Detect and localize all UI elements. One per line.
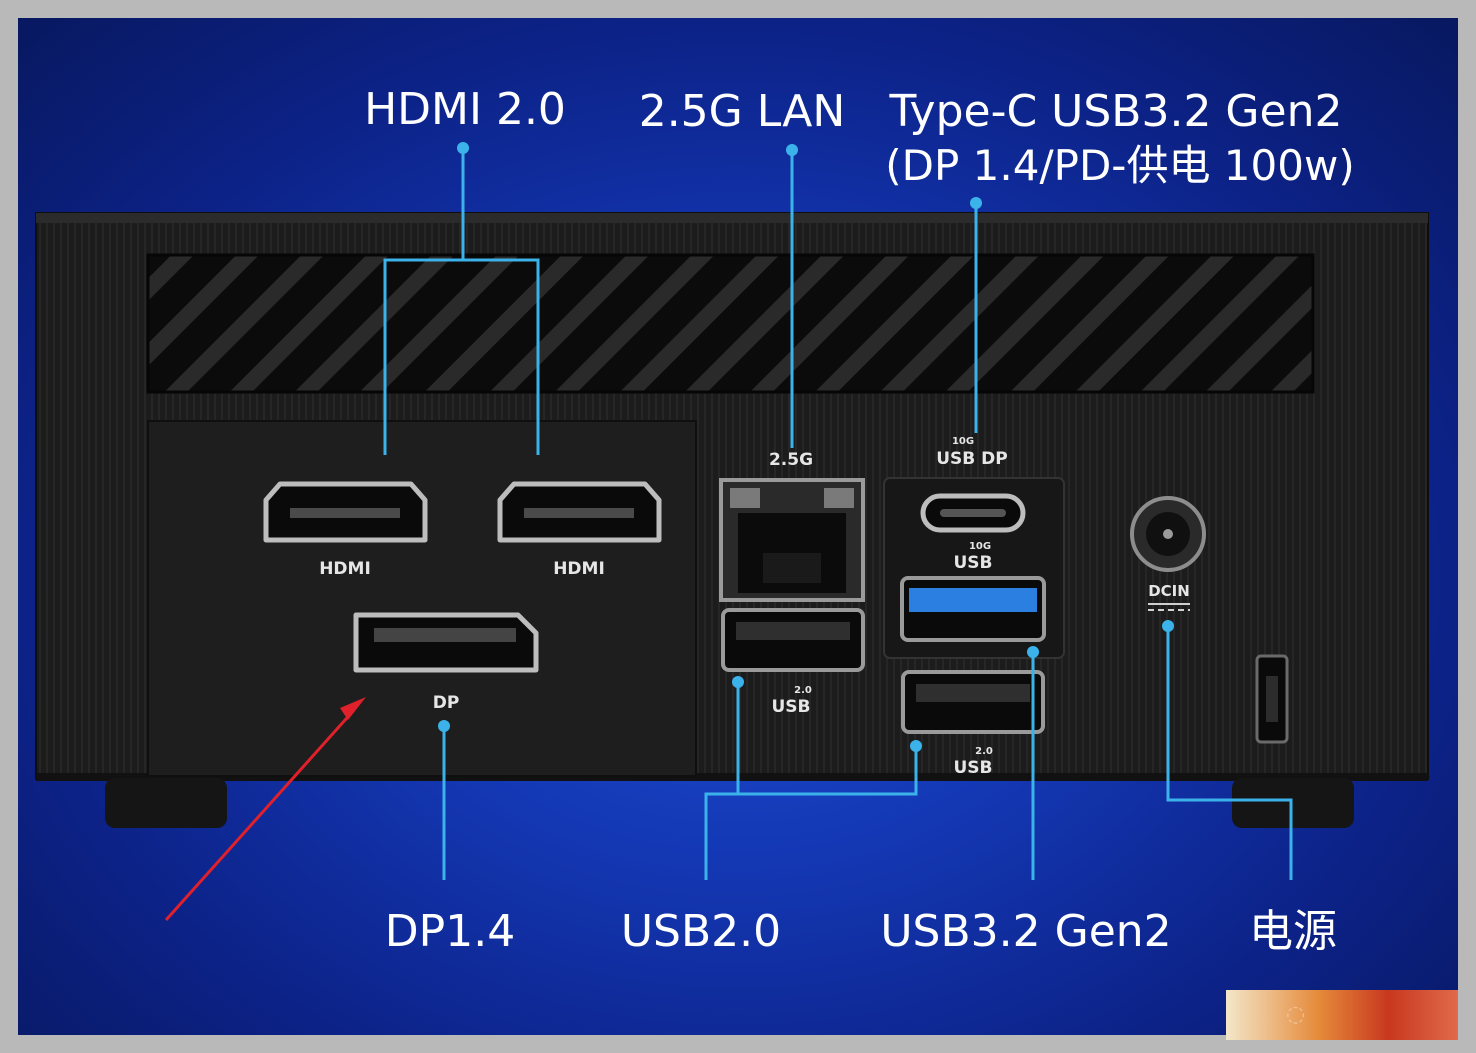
- security-lock-slot[interactable]: [1255, 654, 1289, 744]
- label-hdmi-right: HDMI: [553, 559, 605, 579]
- port-printed-labels: HDMI HDMI DP 2.5G 10G USB DP 10G USB 2.0…: [319, 436, 1190, 778]
- hdmi-port-left[interactable]: [263, 481, 428, 543]
- callout-usb20: USB2.0: [621, 906, 781, 957]
- foot-left: [105, 778, 227, 828]
- usb-c-port[interactable]: [920, 493, 1026, 533]
- label-usbc-speed: 10G: [952, 436, 974, 447]
- callout-lines: [383, 148, 1293, 880]
- usb2-port-b[interactable]: [901, 670, 1045, 734]
- callout-labels: HDMI 2.0 2.5G LAN Type-C USB3.2 Gen2 (DP…: [364, 84, 1355, 957]
- usb3-tongue: [909, 588, 1037, 612]
- hdmi-port-right[interactable]: [497, 481, 662, 543]
- callout-lan: 2.5G LAN: [639, 86, 846, 137]
- usb3-port[interactable]: [900, 576, 1046, 642]
- label-dp: DP: [433, 693, 460, 713]
- mini-pc-rear-io-diagram: HDMI HDMI DP 2.5G 10G USB DP 10G USB 2.0…: [35, 84, 1429, 957]
- label-lan-speed: 2.5G: [769, 450, 813, 470]
- watermark-logo: ◌: [1226, 990, 1458, 1040]
- label-dcin: DCIN: [1148, 582, 1190, 600]
- callout-dots: [438, 142, 1174, 752]
- callout-hdmi: HDMI 2.0: [364, 84, 566, 135]
- dc-in-jack[interactable]: [1130, 496, 1206, 611]
- usb2-port-a[interactable]: [721, 608, 865, 672]
- label-usb2b-speed: 2.0: [975, 746, 993, 757]
- callout-power: 电源: [1249, 906, 1337, 957]
- label-usb2a-type: USB: [771, 697, 810, 717]
- callout-typec-line2: (DP 1.4/PD-供电 100w): [885, 141, 1354, 190]
- diagram-stage: HDMI HDMI DP 2.5G 10G USB DP 10G USB 2.0…: [18, 18, 1458, 1035]
- red-arrow: [164, 697, 366, 922]
- label-usbc-type: USB DP: [936, 449, 1008, 469]
- label-usb3-speed: 10G: [969, 541, 991, 552]
- callout-usb32: USB3.2 Gen2: [880, 906, 1171, 957]
- label-usb2b-type: USB: [953, 758, 992, 778]
- callout-line-usb2-stem: [704, 792, 738, 880]
- callout-line-hdmi-bracket: [383, 258, 540, 455]
- callout-typec-line1: Type-C USB3.2 Gen2: [889, 86, 1343, 137]
- label-usb3-type: USB: [953, 553, 992, 573]
- vent-grille: [146, 253, 1315, 394]
- callout-dp: DP1.4: [385, 906, 515, 957]
- callout-line-usb2-bracket: [736, 682, 918, 796]
- label-hdmi-left: HDMI: [319, 559, 371, 579]
- displayport-port[interactable]: [353, 612, 539, 673]
- watermark-glyph: ◌: [1286, 1002, 1306, 1027]
- callout-line-power: [1166, 626, 1293, 880]
- left-port-panel: [147, 420, 697, 777]
- lan-port[interactable]: [719, 478, 865, 602]
- label-usb2a-speed: 2.0: [794, 685, 812, 696]
- foot-right: [1232, 778, 1354, 828]
